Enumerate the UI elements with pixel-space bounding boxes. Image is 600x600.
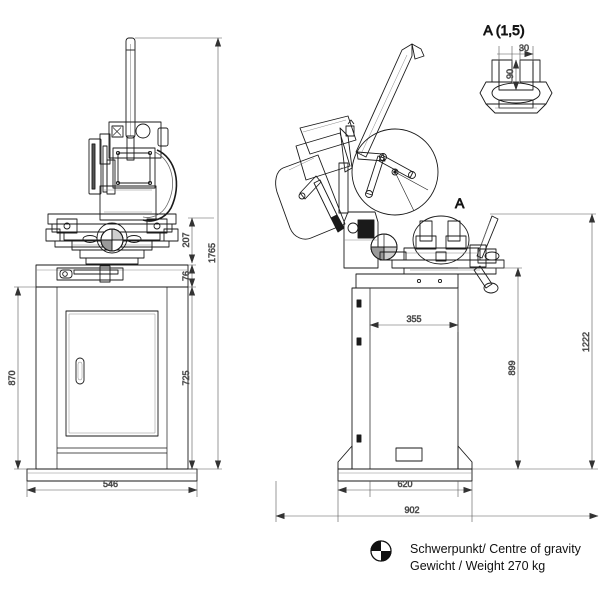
side-clamp-lever: [469, 215, 500, 294]
dim-899: 899: [507, 267, 522, 470]
front-view: [26, 37, 198, 482]
dim-899-label: 899: [507, 360, 517, 375]
front-cabinet-door: [65, 310, 159, 437]
door-handle: [75, 357, 85, 385]
detail-a-dimensions: 30 90: [497, 43, 534, 91]
front-motor-housing: [88, 121, 178, 222]
dim-207-label: 207: [181, 232, 191, 247]
dim-546-label: 546: [103, 479, 118, 489]
dim-1222: 1222: [581, 213, 596, 470]
side-cabinet: [337, 273, 473, 470]
side-linkage: [298, 127, 416, 233]
dim-902-label: 902: [404, 505, 419, 515]
front-vise-assembly: [45, 213, 179, 265]
dim-725: 725: [181, 286, 196, 470]
front-base-plate: [26, 468, 198, 482]
dim-30-label: 30: [519, 43, 529, 53]
side-base-plate: [337, 468, 473, 482]
dim-90: 90: [505, 59, 520, 91]
side-motor-housing: [275, 115, 357, 240]
dim-1222-label: 1222: [581, 332, 591, 352]
legend-line-1: Schwerpunkt/ Centre of gravity: [410, 542, 581, 556]
dim-620: 620: [337, 479, 473, 494]
dim-1765-label: 1765: [207, 243, 217, 263]
dim-90-label: 90: [505, 69, 515, 79]
front-centre-of-gravity-marker: [100, 228, 124, 252]
dim-870-label: 870: [7, 370, 17, 385]
dim-870: 870: [7, 286, 22, 470]
side-view-dimensions: 355 620 902 899 1222: [275, 213, 599, 522]
dim-355-label: 355: [406, 314, 421, 324]
side-view: A: [275, 43, 505, 482]
dim-355: 355: [369, 314, 459, 329]
centre-of-gravity-icon: [370, 540, 392, 562]
front-view-dimensions: 546 870 725 76 207 1765: [7, 37, 222, 497]
dim-76: 76: [181, 264, 196, 288]
dim-725-label: 725: [181, 370, 191, 385]
side-saw-blade: [351, 128, 439, 216]
dim-76-label: 76: [181, 271, 191, 281]
legend-line-2: Gewicht / Weight 270 kg: [410, 559, 546, 573]
dim-902: 902: [275, 481, 599, 522]
side-callout-a-label: A: [455, 195, 465, 211]
dim-30: 30: [497, 43, 534, 58]
detail-view-a: A (1,5): [479, 22, 553, 114]
detail-a-title: A (1,5): [483, 22, 524, 38]
dim-546: 546: [26, 479, 198, 494]
dim-1765: 1765: [207, 37, 222, 470]
dim-207: 207: [181, 217, 196, 264]
dim-620-label: 620: [397, 479, 412, 489]
